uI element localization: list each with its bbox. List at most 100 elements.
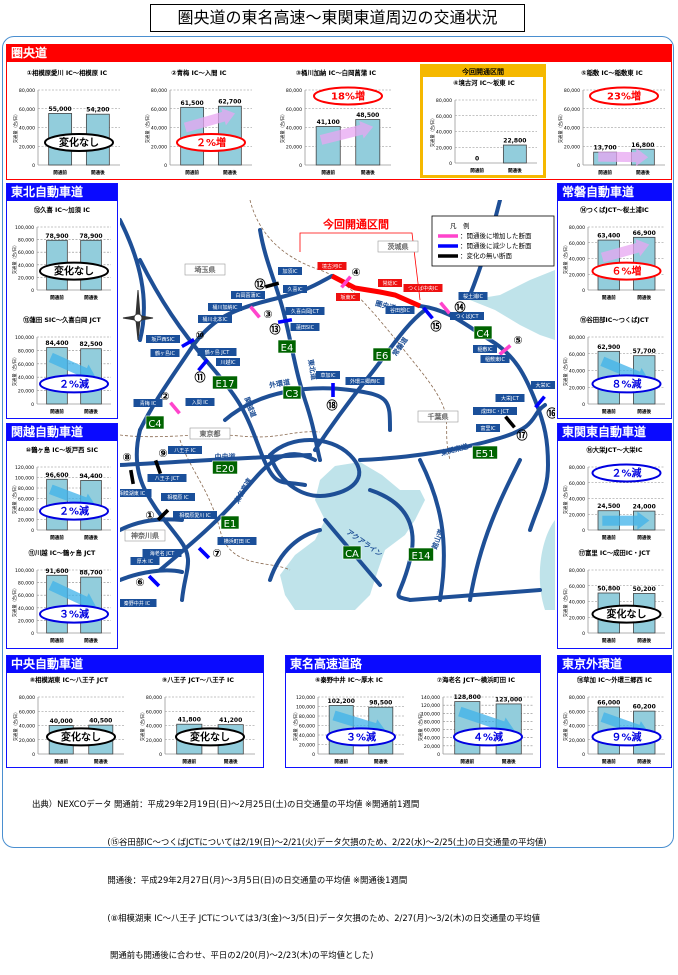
ic-label: 八王子 JCT	[147, 474, 187, 482]
y-tick-label: 100,000	[15, 335, 34, 341]
svg-text:青梅 IC: 青梅 IC	[140, 400, 157, 407]
svg-text:常総IC: 常総IC	[383, 280, 398, 287]
change-badge-text: ２%減	[59, 505, 89, 518]
y-tick-label: 40,000	[19, 724, 35, 730]
change-badge-text: ３%減	[59, 608, 89, 621]
road-name-label: 東北道	[306, 358, 319, 380]
value-label: 96,600	[45, 472, 68, 479]
x-tick-label: 開通後	[637, 294, 651, 301]
change-badge: ２%増	[176, 133, 246, 152]
new-ic-label: 坂東IC	[336, 293, 360, 301]
section-number: ⑫	[255, 277, 266, 291]
change-badge: ２%減	[591, 463, 662, 483]
section-number: ②	[160, 390, 169, 403]
change-badge-text: 変化なし	[607, 608, 647, 621]
ic-label: 入間 IC	[185, 398, 215, 406]
y-tick-label: 80,000	[146, 695, 162, 701]
y-tick-label: 60,000	[569, 352, 585, 358]
change-badge: 変化なし	[39, 261, 109, 281]
route-shield: E17	[212, 375, 238, 390]
chart-title: ③桶川加納 IC～白岡菖蒲 IC	[296, 68, 377, 77]
svg-text:入間 IC: 入間 IC	[192, 400, 209, 406]
footer-line: 開通後：平成29年2月27日(月)～3月5日(日)の日交通量の平均値 ※開通後1…	[32, 874, 408, 885]
route-shield: E14	[408, 547, 434, 562]
svg-text:草加IC: 草加IC	[321, 372, 336, 379]
ic-label: 加須IC	[278, 267, 302, 275]
traffic-marker-increase	[439, 301, 451, 315]
lake-kasumigaura	[470, 270, 555, 340]
road-map: 今回開通区間 凡 例 ：開通後に増加した断面：開通後に減少した断面：変化の無い断…	[120, 200, 555, 610]
svg-text:埼玉県: 埼玉県	[195, 265, 216, 274]
x-tick-label: 開通前	[598, 169, 612, 176]
increase-arrow	[600, 239, 650, 263]
section-header-kenodo: 圏央道	[7, 45, 671, 62]
pacific-ocean	[539, 520, 555, 610]
y-tick-label: 20,000	[18, 618, 34, 624]
svg-text:相模原 IC: 相模原 IC	[167, 494, 189, 501]
route-shield: C4	[473, 325, 493, 340]
y-tick-label: 20,000	[569, 272, 585, 278]
ic-label: 桜土浦IC	[458, 292, 488, 300]
y-tick-label: 40,000	[569, 257, 585, 263]
section-number: ⑨	[158, 447, 167, 460]
value-label: 98,500	[369, 700, 392, 707]
y-axis-label: 交通量（台/日）	[279, 112, 286, 144]
map-legend: 凡 例 ：開通後に増加した断面：開通後に減少した断面：変化の無い断面	[431, 215, 555, 267]
change-badge: ９%減	[591, 727, 662, 747]
section-number: ⑱	[327, 398, 338, 412]
y-tick-label: 20,000	[146, 738, 162, 744]
ic-label: 久喜IC	[283, 285, 307, 293]
legend-title: 凡 例	[450, 221, 470, 230]
section-header-chuo: 中央自動車道	[7, 656, 263, 673]
y-tick-label: 40,000	[146, 724, 162, 730]
x-tick-label: 開通前	[602, 758, 616, 765]
value-label: 66,000	[597, 699, 620, 706]
ic-label: 八王子 IC	[168, 446, 202, 454]
y-tick-label: 80,000	[569, 335, 585, 341]
page-title: 圏央道の東名高速～東関東道周辺の交通状況	[150, 4, 525, 32]
y-tick-label: 60,000	[18, 250, 34, 256]
y-tick-label: 120,000	[296, 695, 315, 701]
ic-label: 横浜町田 IC	[217, 537, 257, 545]
y-tick-label: 0	[31, 402, 34, 408]
y-axis-label: 交通量（台/日）	[562, 710, 569, 742]
ic-label: 谷田部IC	[385, 306, 415, 314]
svg-text:鶴ヶ島 JCT: 鶴ヶ島 JCT	[205, 349, 231, 356]
traffic-marker-nochange	[156, 508, 170, 522]
road-name-label: 東名高速	[232, 476, 254, 505]
traffic-marker-nochange	[264, 281, 280, 289]
traffic-marker-decrease	[181, 337, 195, 349]
value-label: 41,100	[317, 119, 340, 126]
y-tick-label: 40,000	[569, 369, 585, 375]
y-tick-label: 20,000	[569, 512, 585, 518]
y-tick-label: 0	[164, 163, 167, 169]
chart-title: ⑫久喜 IC～加須 IC	[34, 205, 90, 214]
route-shield: E51	[472, 445, 498, 460]
y-axis-label: 交通量（台/日）	[144, 112, 151, 144]
y-tick-label: 80,000	[19, 88, 35, 94]
footer-line: 開通前も開通後に合わせ、平日の2/20(月)～2/23(木)の平均値とした)	[32, 950, 374, 961]
ic-label: 大栄JCT	[495, 394, 525, 402]
traffic-marker-increase	[498, 344, 512, 356]
ic-label: 稲敷IC	[473, 345, 497, 353]
y-tick-label: 40,000	[424, 736, 440, 742]
value-label: 55,000	[49, 106, 72, 113]
change-badge-text: ８%減	[611, 377, 641, 390]
x-tick-label: 開通前	[50, 637, 64, 644]
y-axis-label: 交通量（台/日）	[11, 355, 18, 387]
y-tick-label: 0	[582, 288, 585, 294]
ic-label: 秦野中井 IC	[120, 599, 157, 607]
traffic-marker-increase	[340, 275, 352, 289]
chart-title: ⑥秦野中井 IC～厚木 IC	[315, 675, 383, 684]
x-tick-label: 開通後	[636, 169, 650, 176]
y-tick-label: 20,000	[299, 743, 315, 749]
x-tick-label: 開通前	[602, 294, 616, 301]
section-number: ⑭	[455, 300, 466, 314]
y-tick-label: 0	[582, 402, 585, 408]
value-label: 40,500	[89, 718, 112, 725]
